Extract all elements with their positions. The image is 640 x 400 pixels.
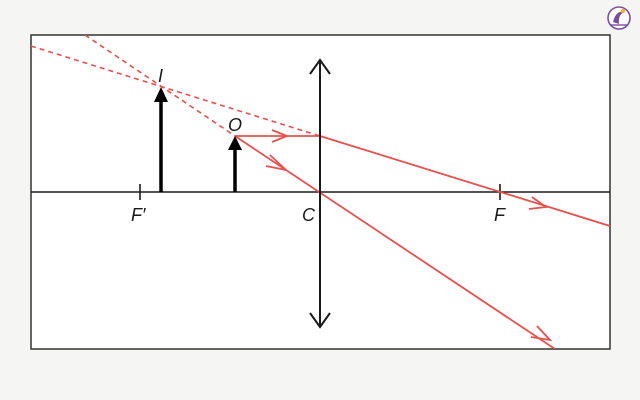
object-label: O <box>228 115 242 135</box>
ray-direction-arrow-4 <box>530 325 553 342</box>
lens-top-arrowhead <box>309 58 331 75</box>
ray-refracted-through-focus <box>319 135 610 227</box>
virtual-ray-extension-focal <box>31 45 321 137</box>
diagram-content: I O F′ C F <box>31 35 610 349</box>
ray-direction-arrow-2 <box>265 154 289 172</box>
ray-direction-arrow-1 <box>271 129 290 143</box>
brand-logo-icon <box>607 6 631 30</box>
focal-left-label: F′ <box>131 205 146 225</box>
focal-right-label: F <box>494 205 506 225</box>
object-arrowhead <box>228 136 242 150</box>
optical-center-label: C <box>302 205 316 225</box>
image-label: I <box>158 66 163 86</box>
virtual-ray-extension-center <box>84 35 236 137</box>
image-arrowhead <box>154 87 168 102</box>
ray-through-optical-center <box>234 135 556 349</box>
lens-bottom-arrowhead <box>309 312 331 329</box>
ray-direction-arrow-3 <box>528 196 549 210</box>
